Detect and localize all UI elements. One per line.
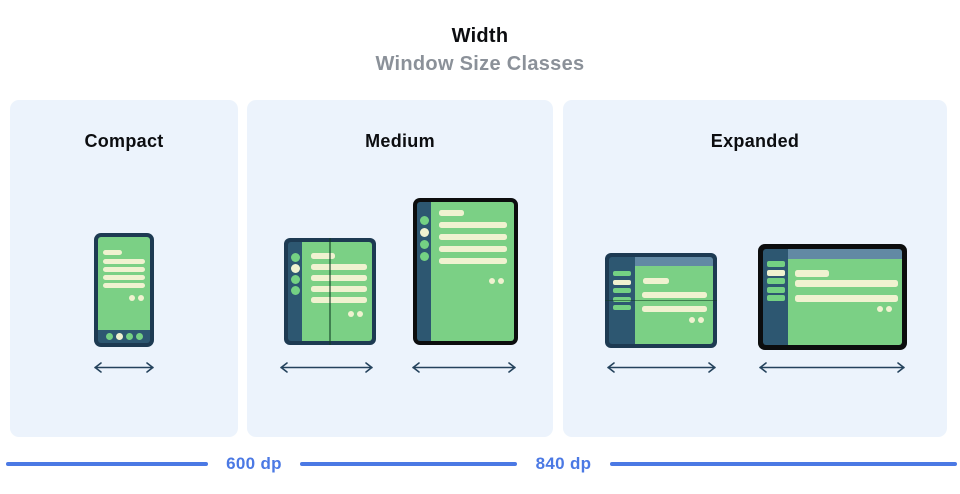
- breakpoint-label-840: 840 dp: [535, 454, 592, 473]
- phone-nav-bar: [98, 330, 150, 343]
- app-top-bar: [635, 257, 713, 266]
- foldable-landscape-screen: [635, 266, 713, 344]
- nav-rail: [288, 242, 302, 341]
- panel-compact: Compact: [10, 100, 238, 437]
- nav-rail: [417, 202, 431, 341]
- breakpoint-label-600: 600 dp: [226, 454, 282, 473]
- width-range-arrow-icon: [94, 362, 154, 373]
- foldable-screen: [302, 242, 372, 341]
- width-range-arrow-icon: [607, 362, 716, 373]
- breakpoint-ruler-segment: [6, 462, 208, 466]
- breakpoint-ruler-segment: [300, 462, 517, 466]
- tablet-portrait-mockup: [413, 198, 518, 345]
- sidebar: [763, 249, 788, 345]
- phone-portrait-mockup: [94, 233, 154, 347]
- phone-screen: [98, 237, 150, 330]
- app-top-bar: [788, 249, 902, 259]
- page-subtitle: Window Size Classes: [375, 53, 585, 75]
- width-range-arrow-icon: [412, 362, 516, 373]
- foldable-landscape-mockup: [605, 253, 717, 348]
- fold-crease: [605, 299, 717, 302]
- panel-compact-label: Compact: [84, 131, 164, 151]
- panel-expanded: Expanded: [563, 100, 947, 437]
- desktop-screen: [788, 259, 902, 345]
- tablet-screen: [431, 202, 514, 341]
- panel-medium: Medium: [247, 100, 553, 437]
- foldable-portrait-mockup: [284, 238, 376, 345]
- fold-crease: [329, 238, 331, 345]
- width-range-arrow-icon: [280, 362, 373, 373]
- panel-medium-label: Medium: [365, 131, 435, 151]
- panel-expanded-label: Expanded: [710, 131, 800, 151]
- width-range-arrow-icon: [759, 362, 905, 373]
- page-title: Width: [451, 25, 509, 47]
- desktop-landscape-mockup: [758, 244, 907, 350]
- breakpoint-ruler-segment: [610, 462, 957, 466]
